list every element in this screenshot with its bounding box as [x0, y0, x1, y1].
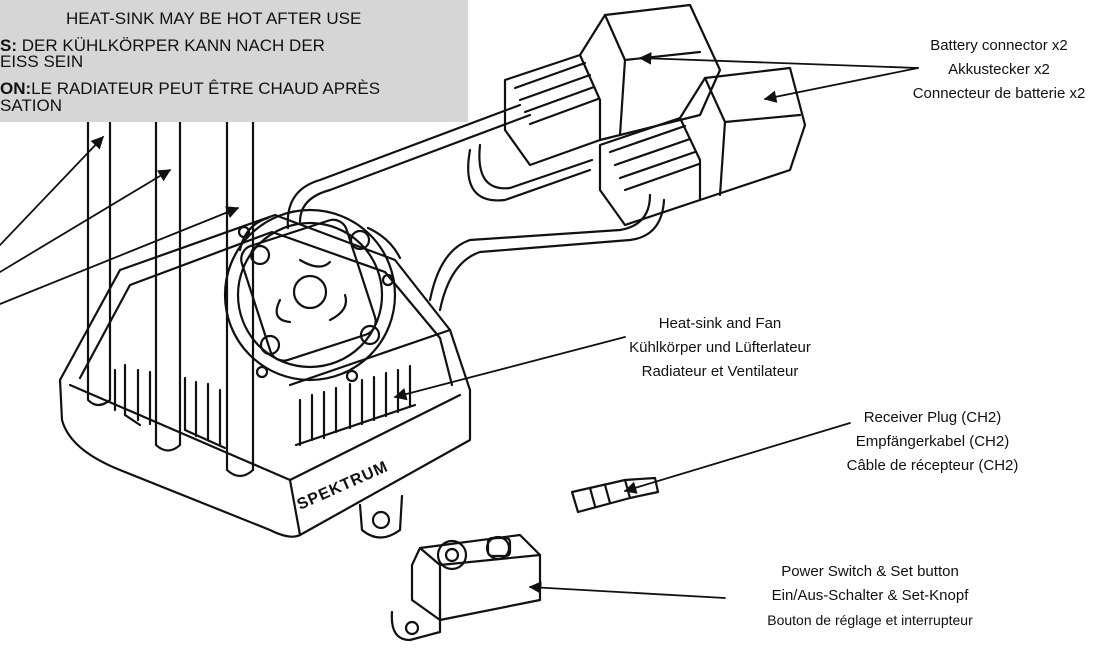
warning-line-de-1: S: DER KÜHLKÖRPER KANN NACH DER	[0, 37, 325, 54]
arrow-heatsink	[393, 336, 626, 401]
warning-line-fr-1: ON:LE RADIATEUR PEUT ÊTRE CHAUD APRÈS	[0, 80, 380, 97]
callout-receiver-fr: Câble de récepteur (CH2)	[846, 457, 1019, 474]
warning-line-fr-2: SATION	[0, 96, 63, 115]
callout-battery-connector: Battery connector x2 Akkustecker x2 Conn…	[895, 34, 1103, 106]
callout-switch-en: Power Switch & Set button	[781, 563, 959, 580]
brand-logo: SPEKTRUM	[295, 458, 391, 513]
warning-line-en: HEAT-SINK MAY BE HOT AFTER USE	[66, 9, 362, 28]
battery-wires	[286, 103, 666, 312]
callout-receiver-de: Empfängerkabel (CH2)	[855, 433, 1010, 450]
callout-battery-en: Battery connector x2	[930, 37, 1068, 54]
warning-line-de-2: EISS SEIN	[0, 52, 84, 71]
arrow-motor-wire-1	[0, 136, 104, 246]
heatsink-fins-right	[288, 328, 452, 447]
callout-switch-de: Ein/Aus-Schalter & Set-Knopf	[771, 587, 969, 604]
callout-heatsink-fr: Radiateur et Ventilateur	[641, 363, 799, 380]
arrow-battery-2	[763, 67, 919, 103]
callout-switch-fr: Bouton de réglage et interrupteur	[767, 612, 973, 628]
arrow-receiver	[623, 422, 851, 494]
callout-receiver-plug: Receiver Plug (CH2) Empfängerkabel (CH2)…	[825, 406, 1040, 478]
callout-power-switch: Power Switch & Set button Ein/Aus-Schalt…	[725, 560, 1015, 632]
callout-receiver-en: Receiver Plug (CH2)	[863, 409, 1002, 426]
callout-battery-fr: Connecteur de batterie x2	[912, 85, 1086, 102]
warning-box: HEAT-SINK MAY BE HOT AFTER USE S: DER KÜ…	[0, 0, 468, 122]
arrow-motor-wire-3	[0, 206, 240, 305]
callout-heatsink-de: Kühlkörper und Lüfterlateur	[629, 339, 811, 356]
leader-arrows	[0, 52, 919, 599]
arrow-switch	[528, 581, 726, 599]
heatsink-fins-left	[113, 363, 227, 450]
battery-connector-2	[598, 66, 807, 227]
warning-de-label: S:	[0, 36, 17, 55]
callout-heatsink: Heat-sink and Fan Kühlkörper und Lüfterl…	[590, 312, 850, 384]
callout-battery-de: Akkustecker x2	[948, 61, 1050, 78]
warning-fr-label: ON:	[0, 79, 32, 98]
battery-connector-1	[503, 3, 722, 167]
motor-wires	[86, 0, 255, 478]
arrow-battery-1	[638, 52, 919, 69]
fan	[223, 208, 402, 383]
arrow-motor-wire-2	[0, 169, 172, 273]
power-switch-unit	[390, 533, 542, 642]
callout-heatsink-en: Heat-sink and Fan	[658, 315, 782, 332]
receiver-plug	[570, 476, 660, 514]
warning-de-text-1: DER KÜHLKÖRPER KANN NACH DER	[21, 36, 325, 55]
warning-fr-text-1: LE RADIATEUR PEUT ÊTRE CHAUD APRÈS	[31, 79, 381, 98]
esc-body	[58, 213, 472, 539]
